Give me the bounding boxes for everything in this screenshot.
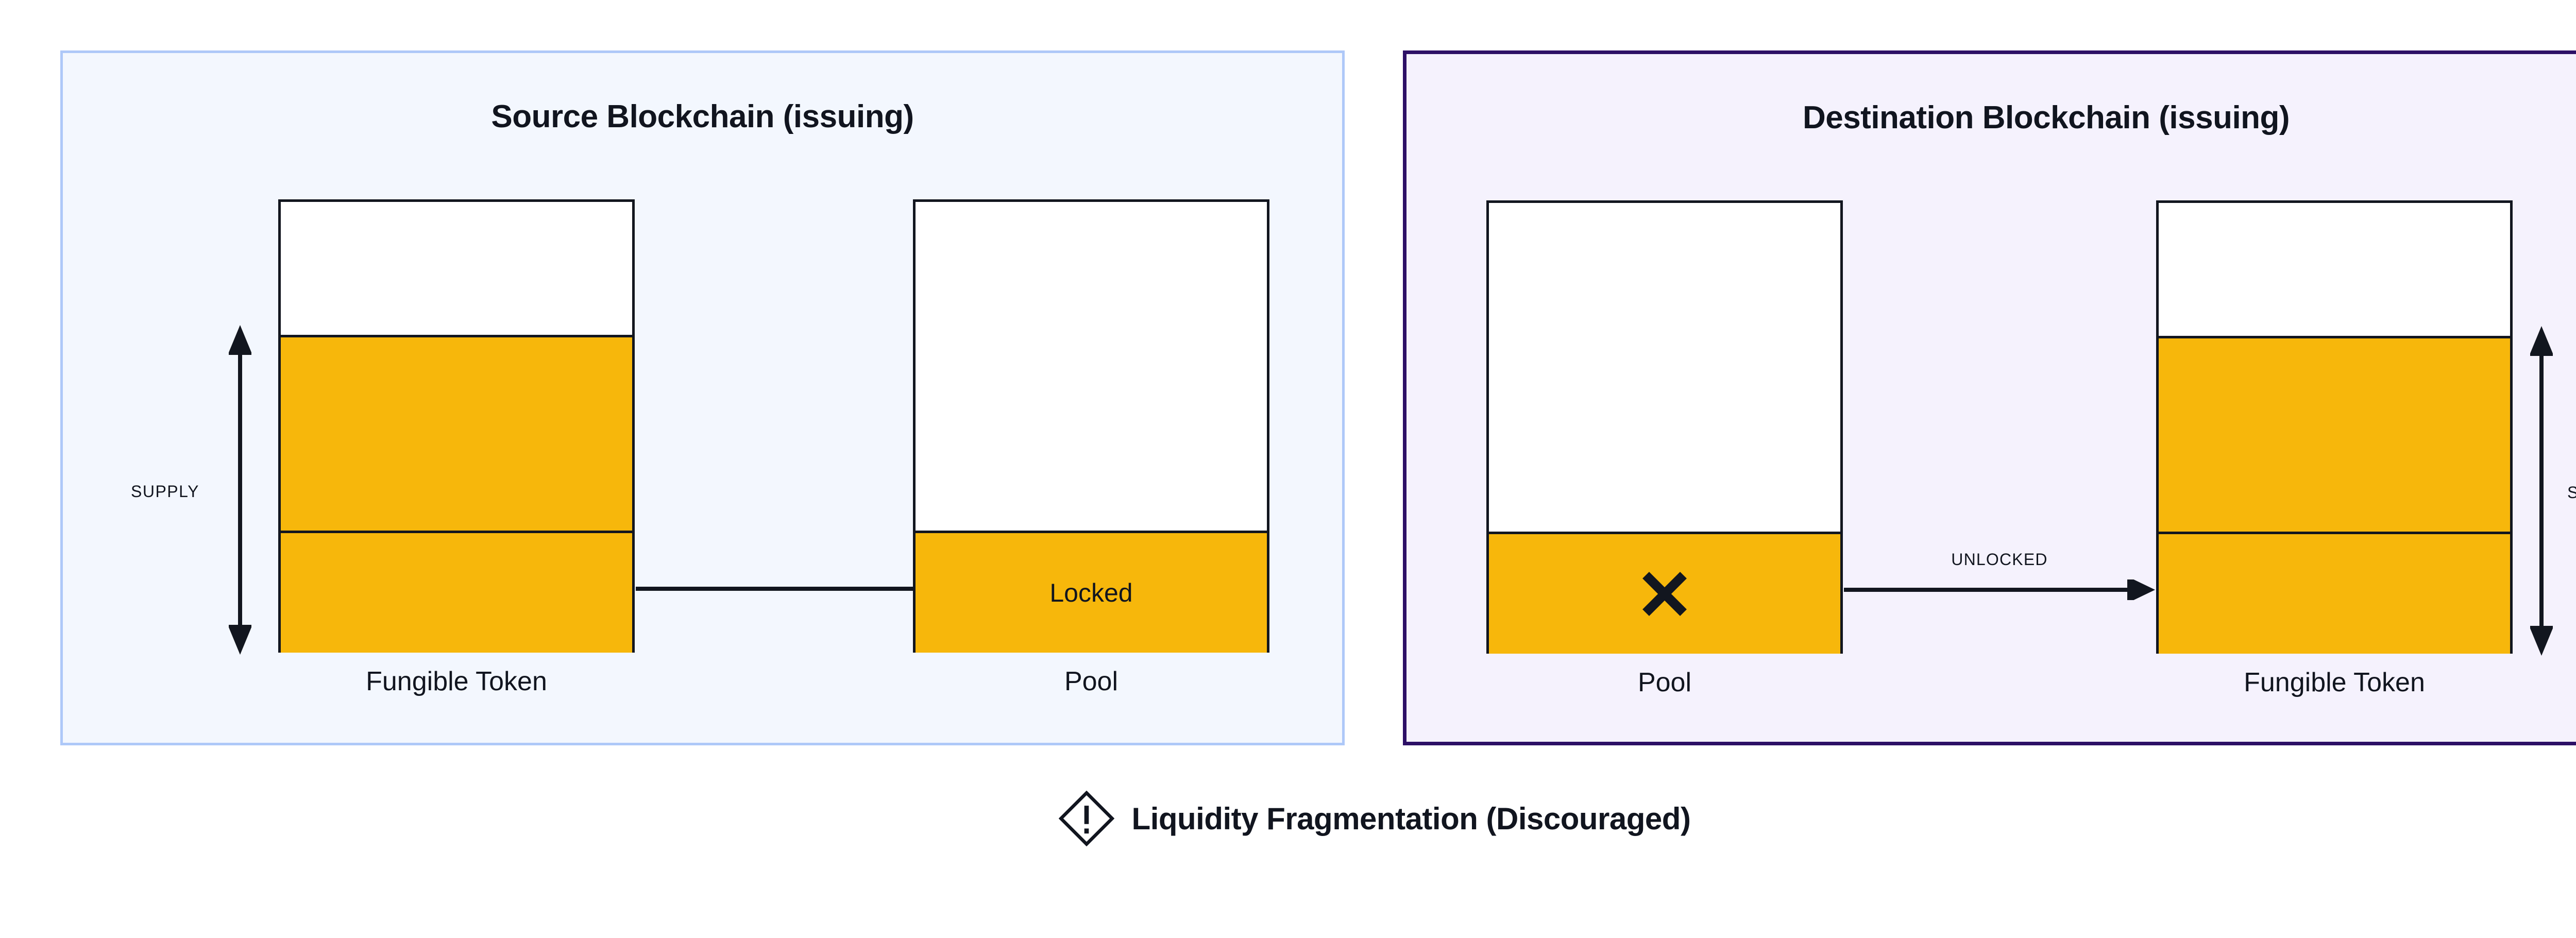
footer-caption: Liquidity Fragmentation (Discouraged) xyxy=(0,791,2576,846)
x-mark-icon xyxy=(1642,572,1687,616)
footer-caption-text: Liquidity Fragmentation (Discouraged) xyxy=(1131,801,1691,836)
warning-diamond-icon xyxy=(1058,791,1114,846)
source-lock-flow-arrow xyxy=(636,578,948,599)
source-fungible-token-caption: Fungible Token xyxy=(366,667,547,696)
source-blockchain-panel: Source Blockchain (issuing) Fungible Tok… xyxy=(60,50,1345,745)
source-pool-caption: Pool xyxy=(1064,667,1118,696)
destination-token-segment-supply-lower xyxy=(2159,532,2510,654)
destination-panel-title: Destination Blockchain (issuing) xyxy=(1802,100,2290,135)
destination-supply-label: SUPPLY xyxy=(2567,483,2576,502)
source-fungible-token-column xyxy=(278,199,635,653)
source-supply-label: SUPPLY xyxy=(131,482,199,501)
destination-pool-caption: Pool xyxy=(1637,668,1692,697)
destination-pool-column xyxy=(1486,200,1843,654)
destination-unlock-flow-label: UNLOCKED xyxy=(1951,550,2048,569)
destination-token-segment-supply-upper xyxy=(2159,336,2510,532)
source-pool-locked-label: Locked xyxy=(1049,578,1133,607)
destination-pool-segment-balance xyxy=(1489,532,1840,654)
source-pool-segment-locked: Locked xyxy=(916,531,1267,653)
source-token-segment-supply-lower xyxy=(281,531,632,653)
destination-fungible-token-caption: Fungible Token xyxy=(2244,668,2425,697)
destination-unlock-flow-arrow xyxy=(1844,579,2155,600)
source-supply-axis-arrow xyxy=(229,325,251,655)
source-token-segment-supply-upper xyxy=(281,335,632,531)
source-pool-column: Locked xyxy=(913,199,1269,653)
destination-supply-axis-arrow xyxy=(2530,326,2553,656)
source-panel-title: Source Blockchain (issuing) xyxy=(491,99,914,134)
destination-fungible-token-column xyxy=(2156,200,2513,654)
destination-blockchain-panel: Destination Blockchain (issuing) Pool UN… xyxy=(1403,50,2576,745)
